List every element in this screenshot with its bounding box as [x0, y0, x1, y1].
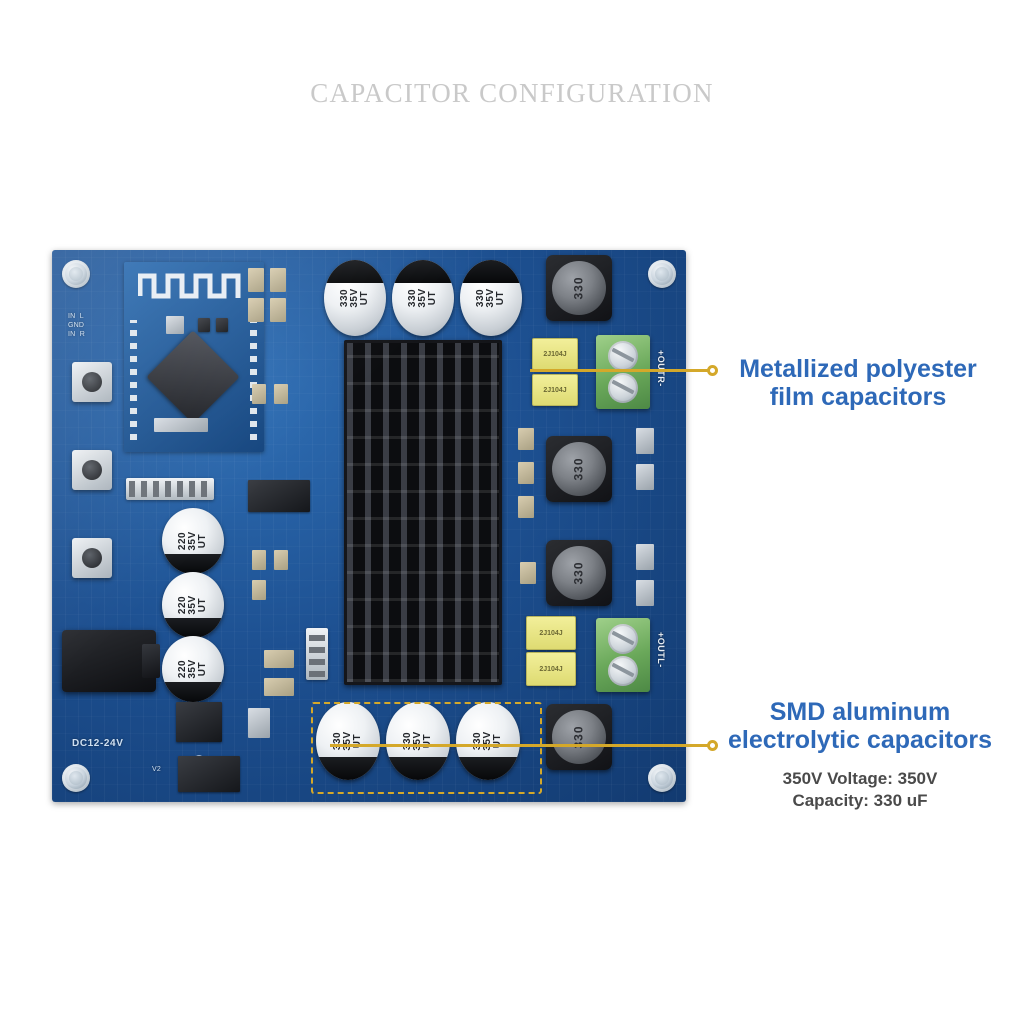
inductor-4: 330 [546, 704, 612, 770]
module-pad-column-right [250, 320, 257, 440]
terminal-screw-l1[interactable] [608, 624, 638, 654]
smd-part-10 [518, 428, 534, 450]
opamp-ic [248, 480, 310, 512]
smd-part-13 [520, 562, 536, 584]
pin-header-3p[interactable] [306, 628, 328, 680]
capacitor-left-2: 220 35V UT [162, 572, 224, 638]
leader-dot-smd-capacitors [707, 740, 718, 751]
dc-power-jack[interactable] [62, 630, 160, 692]
capacitor-top-3: 330 35V UT [460, 260, 522, 336]
smd-part-15 [636, 464, 654, 490]
pcb-antenna-icon [138, 273, 241, 299]
capacitor-left-1: 220 35V UT [162, 508, 224, 574]
output-terminal-right[interactable] [596, 335, 650, 409]
smd-part-11 [518, 462, 534, 484]
smd-part-14 [636, 428, 654, 454]
bluetooth-module [124, 262, 264, 452]
terminal-screw-r1[interactable] [608, 341, 638, 371]
smd-part-7 [252, 550, 266, 570]
module-pad-column-left [130, 320, 137, 440]
callout-smd-specs: 350V Voltage: 350V Capacity: 330 uF [782, 769, 938, 811]
inductor-2: 330 [546, 436, 612, 502]
film-capacitor-3: 2J104J [526, 616, 576, 650]
mount-hole-top-left [62, 260, 90, 288]
callout-smd-capacitors: SMD aluminum electrolytic capacitors [727, 698, 992, 754]
regulator-ic [176, 702, 222, 742]
capacitor-bottom-3: 330 35V UT [456, 702, 520, 780]
inductor-1: 330 [546, 255, 612, 321]
button-prev[interactable] [72, 362, 112, 402]
capacitor-left-3: 220 35V UT [162, 636, 224, 702]
leader-line-smd-capacitors [330, 744, 710, 747]
smd-part-6 [274, 384, 288, 404]
smd-part-5 [252, 384, 266, 404]
page-title: CAPACITOR CONFIGURATION [310, 78, 714, 108]
module-smd-part-b [216, 318, 228, 332]
button-next[interactable] [72, 538, 112, 578]
callout-film-capacitors: Metallized polyester film capacitors [739, 355, 977, 411]
leader-dot-film-capacitors [707, 365, 718, 376]
output-terminal-left[interactable] [596, 618, 650, 692]
capacitor-bottom-1: 330 35V UT [316, 702, 380, 780]
smd-part-2 [248, 298, 264, 322]
inductor-3: 330 [546, 540, 612, 606]
smd-part-17 [636, 580, 654, 606]
output-left-label: +OUTL- [656, 632, 666, 668]
terminal-screw-r2[interactable] [608, 373, 638, 403]
smd-part-18 [264, 650, 294, 668]
capacitor-top-1: 330 35V UT [324, 260, 386, 336]
regulator-inductor [248, 708, 270, 738]
smd-part-1 [248, 268, 264, 292]
pin-header-6p[interactable] [126, 478, 214, 500]
button-play[interactable] [72, 450, 112, 490]
film-capacitor-4: 2J104J [526, 652, 576, 686]
terminal-screw-l2[interactable] [608, 656, 638, 686]
power-mosfet [178, 756, 240, 792]
smd-part-12 [518, 496, 534, 518]
module-crystal [166, 316, 184, 334]
output-right-label: +OUTR- [656, 350, 666, 387]
leader-line-film-capacitors [530, 369, 710, 372]
film-capacitor-2: 2J104J [532, 374, 578, 406]
capacitor-bottom-2: 330 35V UT [386, 702, 450, 780]
module-smd-part-c [154, 418, 208, 432]
polarity-label: V2 [152, 766, 161, 773]
mount-hole-bottom-left [62, 764, 90, 792]
smd-part-8 [274, 550, 288, 570]
heatsink-fins [347, 343, 499, 682]
bluetooth-soc-chip [146, 330, 240, 424]
capacitor-top-2: 330 35V UT [392, 260, 454, 336]
smd-part-16 [636, 544, 654, 570]
smd-part-4 [270, 298, 286, 322]
smd-part-9 [252, 580, 266, 600]
film-capacitor-1: 2J104J [532, 338, 578, 370]
module-smd-part-a [198, 318, 210, 332]
power-input-label: DC12-24V [72, 738, 124, 749]
heatsink [344, 340, 502, 685]
smd-part-3 [270, 268, 286, 292]
mount-hole-bottom-right [648, 764, 676, 792]
mount-hole-top-right [648, 260, 676, 288]
smd-part-19 [264, 678, 294, 696]
